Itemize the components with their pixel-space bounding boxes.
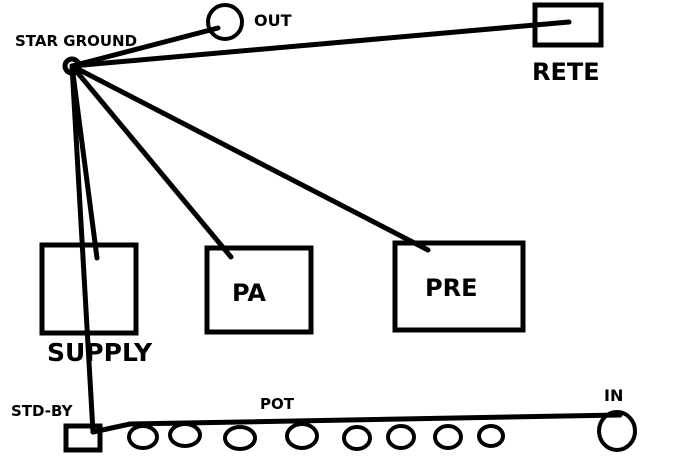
pot-ring: [285, 422, 319, 450]
supply-box: [39, 242, 139, 336]
wire-out: [69, 25, 221, 69]
supply-label: SUPPLY: [47, 338, 153, 367]
pot-label: POT: [260, 395, 295, 413]
pre-label: PRE: [425, 274, 477, 302]
pa-box: [204, 245, 314, 335]
rete-label: RETE: [532, 58, 600, 86]
in-jack-icon: [597, 410, 637, 452]
pre-box: [392, 240, 526, 333]
wire-pre: [69, 63, 431, 253]
std-by-label: STD-BY: [11, 402, 74, 420]
pot-ring: [386, 424, 416, 450]
wire-rete: [69, 19, 572, 69]
wire-pa: [69, 63, 234, 260]
pot-ring: [477, 424, 505, 448]
std-by-box: [63, 423, 103, 453]
star-ground-node: [62, 56, 82, 76]
pot-ring: [433, 424, 463, 450]
wire-std-by: [69, 63, 96, 435]
rete-box: [532, 2, 604, 48]
out-label: OUT: [254, 11, 292, 30]
in-label: IN: [604, 386, 623, 405]
pot-ring: [127, 424, 159, 450]
star-ground-label: STAR GROUND: [15, 32, 137, 50]
wire-pot-to-in: [127, 412, 623, 427]
pa-label: PA: [232, 279, 266, 307]
pot-ring: [168, 422, 202, 448]
pot-ring: [223, 425, 257, 451]
pot-ring: [342, 425, 372, 451]
out-jack-icon: [206, 3, 244, 41]
